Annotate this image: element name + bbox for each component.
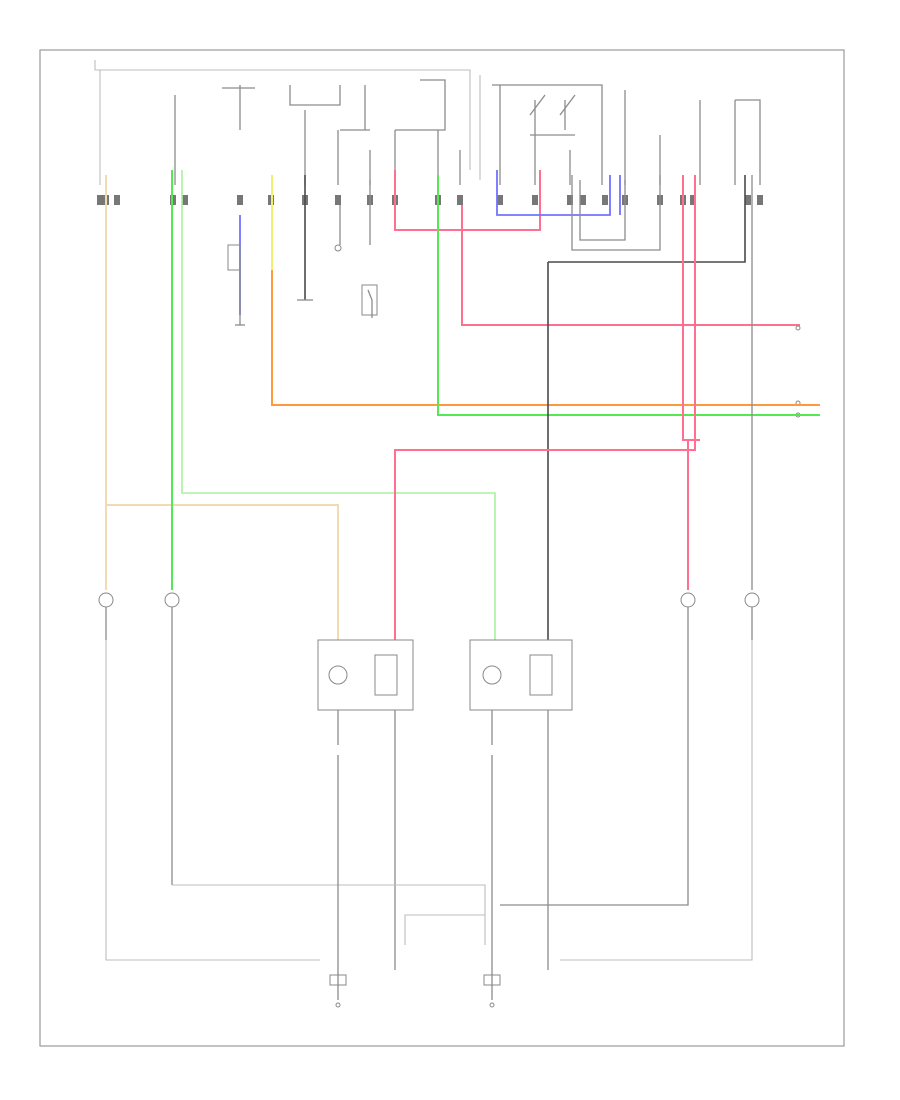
diagram-border xyxy=(39,49,845,1047)
connector-row xyxy=(97,195,763,205)
bottom-ground-section xyxy=(105,640,753,1008)
right-harness xyxy=(271,175,820,640)
upper-wire-stubs xyxy=(239,170,800,326)
main-feed-wires xyxy=(105,170,753,640)
left-motor-relay-box xyxy=(317,639,414,711)
top-fuse-relay-block xyxy=(94,60,761,185)
lower-components xyxy=(98,592,760,970)
upper-components xyxy=(227,244,801,418)
right-motor-relay-box xyxy=(469,639,573,711)
